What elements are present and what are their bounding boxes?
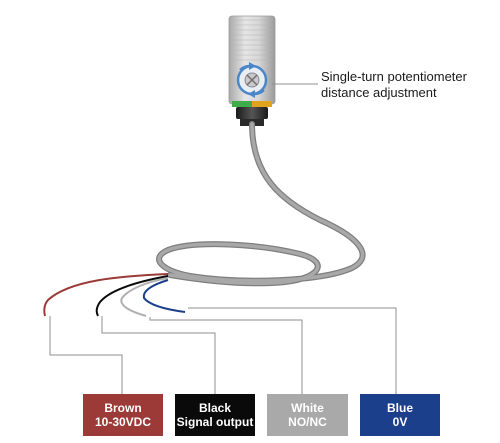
black-wire-label: Black Signal output	[175, 394, 255, 436]
white-leader-line	[149, 317, 303, 394]
white-wire-function: NO/NC	[288, 415, 327, 429]
potentiometer-callout: Single-turn potentiometer distance adjus…	[321, 69, 491, 101]
brown-wire-function: 10-30VDC	[94, 415, 152, 429]
blue-leader-line	[188, 307, 397, 394]
black-wire-function: Signal output	[176, 415, 254, 429]
black-wire	[95, 275, 169, 317]
brown-wire	[43, 273, 169, 317]
brown-wire-name: Brown	[104, 401, 142, 415]
white-wire	[120, 277, 169, 317]
black-wire-name: Black	[198, 401, 232, 415]
brown-wire-label: Brown 10-30VDC	[83, 394, 163, 436]
callout-line-2: distance adjustment	[321, 85, 437, 100]
brown-leader-line	[49, 316, 123, 394]
callout-line-1: Single-turn potentiometer	[321, 69, 467, 84]
sensor-cable	[156, 121, 366, 287]
blue-wire-function: 0V	[392, 415, 408, 429]
blue-wire-label: Blue 0V	[360, 394, 440, 436]
potentiometer-icon	[236, 62, 268, 98]
blue-wire	[142, 279, 186, 313]
blue-wire-name: Blue	[386, 401, 413, 415]
white-wire-label: White NO/NC	[267, 394, 348, 436]
black-leader-line	[101, 316, 216, 394]
white-wire-name: White	[291, 401, 324, 415]
led-amber-indicator	[252, 101, 272, 107]
led-green-indicator	[232, 101, 252, 107]
